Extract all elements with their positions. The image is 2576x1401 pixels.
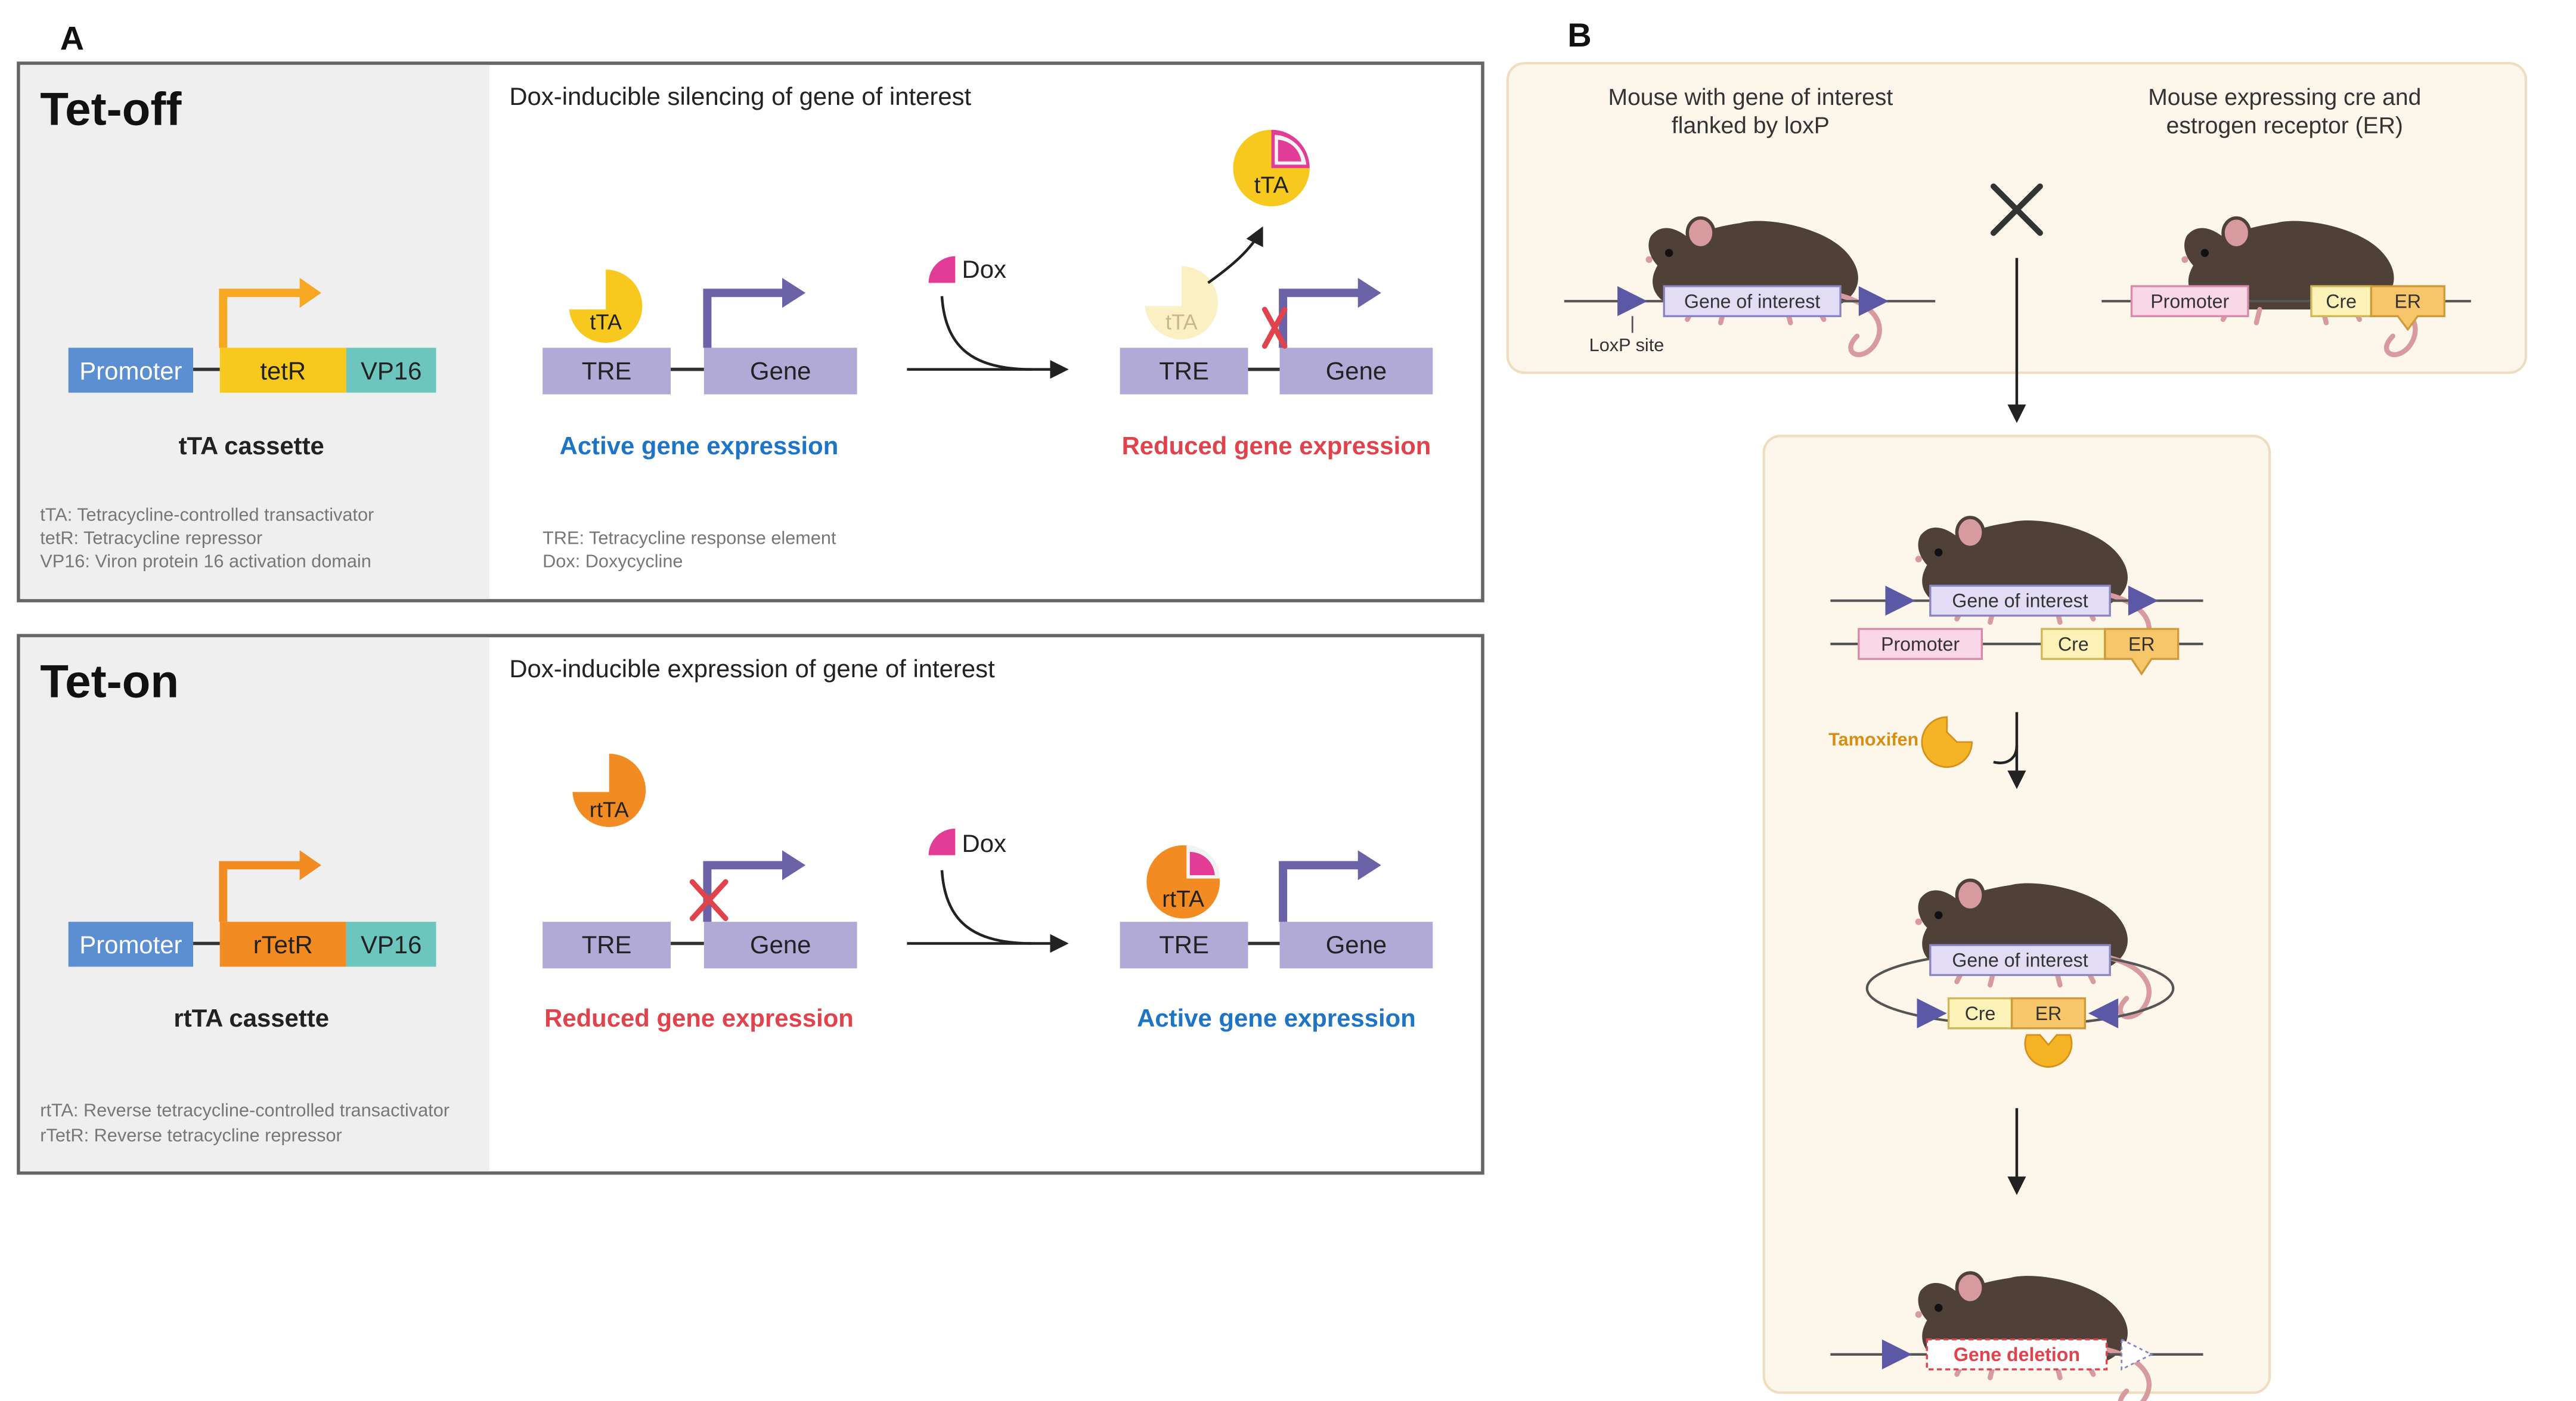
tet-on-left-construct: TRE Gene rtTA Reduced gene expression <box>543 754 857 1032</box>
dox-icon <box>928 256 956 283</box>
tamoxifen-bound-icon <box>2024 1034 2073 1068</box>
glossary-line: TRE: Tetracycline response element <box>543 528 836 548</box>
mouse2-title: estrogen receptor (ER) <box>2166 113 2403 138</box>
gene-label: Gene <box>1326 357 1387 385</box>
transcription-arrow-icon <box>1357 850 1381 881</box>
tet-on-title: Tet-on <box>40 655 179 707</box>
er-label: ER <box>2395 290 2422 312</box>
gene-of-interest-label: Gene of interest <box>1952 950 2088 971</box>
loxp-triangle-icon <box>1885 585 1915 616</box>
promoter-label: Promoter <box>79 931 182 959</box>
loxp-triangle-icon <box>2088 998 2119 1028</box>
tet-on-right-construct: TRE Gene rtTA Active gene expression <box>1120 845 1433 1032</box>
panel-a-label: A <box>60 20 84 57</box>
status-reduced: Reduced gene expression <box>1122 432 1431 460</box>
promoter-arrow-icon <box>299 278 321 308</box>
tetr-label: tetR <box>260 357 306 385</box>
promoter-label: Promoter <box>79 357 182 385</box>
glossary-line: VP16: Viron protein 16 activation domain <box>40 551 371 572</box>
blocked-x-icon <box>689 879 729 922</box>
mouse1-title: flanked by loxP <box>1672 113 1830 138</box>
loxp-triangle-icon <box>1617 286 1648 317</box>
rtta-protein-label: rtTA <box>590 797 630 822</box>
transcription-arrow-icon <box>1357 278 1381 308</box>
tta-protein-label: tTA <box>590 310 622 334</box>
tre-label: TRE <box>582 357 632 385</box>
tet-on-subtitle: Dox-inducible expression of gene of inte… <box>509 655 995 683</box>
glossary-line: Dox: Doxycycline <box>543 551 683 572</box>
tet-off-right-construct: TRE Gene tTA tTA Reduced gene expression <box>1120 129 1433 460</box>
rtetr-label: rTetR <box>253 931 313 959</box>
promoter-label: Promoter <box>2150 290 2229 312</box>
gene-of-interest-label: Gene of interest <box>1684 290 1820 312</box>
tet-off-subtitle: Dox-inducible silencing of gene of inter… <box>509 82 971 110</box>
transcription-arrow-icon <box>782 278 806 308</box>
cassette-caption: tTA cassette <box>179 432 324 460</box>
tre-label: TRE <box>1159 357 1209 385</box>
cre-label: Cre <box>1965 1003 1996 1024</box>
blocked-x-icon <box>1261 306 1288 349</box>
dox-addition: Dox <box>907 828 1069 953</box>
gene-label: Gene <box>750 931 811 959</box>
status-active: Active gene expression <box>1137 1004 1416 1032</box>
tre-label: TRE <box>582 931 632 959</box>
loxp-triangle-icon <box>2128 585 2159 616</box>
dox-label: Dox <box>962 255 1006 283</box>
loxp-triangle-icon <box>1881 1339 1912 1369</box>
glossary-line: tTA: Tetracycline-controlled transactiva… <box>40 504 374 525</box>
tta-faded-label: tTA <box>1165 310 1198 334</box>
glossary-line: rTetR: Reverse tetracycline repressor <box>40 1125 342 1146</box>
tre-label: TRE <box>1159 931 1209 959</box>
loxp-site-label: LoxP site <box>1589 334 1664 355</box>
tta-cassette: Promoter tetR VP16 tTA cassette <box>68 278 436 460</box>
cre-label: Cre <box>2326 290 2357 312</box>
loxp-ghost-icon <box>2121 1338 2154 1371</box>
tta-protein-icon <box>569 269 643 343</box>
glossary-line: rtTA: Reverse tetracycline-controlled tr… <box>40 1100 450 1121</box>
rtta-cassette: Promoter rTetR VP16 rtTA cassette <box>68 850 436 1032</box>
status-active: Active gene expression <box>560 432 839 460</box>
vp16-label: VP16 <box>361 357 421 385</box>
mouse1-title: Mouse with gene of interest <box>1608 85 1893 110</box>
loxp-triangle-icon <box>1858 286 1889 317</box>
tta-bound-label: tTA <box>1254 173 1289 199</box>
vp16-label: VP16 <box>361 931 421 959</box>
gene-label: Gene <box>750 357 811 385</box>
tet-off-left-construct: TRE Gene tTA Active gene expression <box>543 269 857 460</box>
dox-addition: Dox <box>907 255 1069 379</box>
mouse2-title: Mouse expressing cre and <box>2148 85 2421 110</box>
parent-mice-box: Mouse with gene of interest flanked by l… <box>1506 61 2528 374</box>
loxp-triangle-icon <box>1917 998 1947 1028</box>
tet-off-panel: Tet-off Dox-inducible silencing of gene … <box>17 61 1484 603</box>
tamoxifen-label: Tamoxifen <box>1828 729 1918 749</box>
gene-deletion-label: Gene deletion <box>1954 1344 2080 1365</box>
cross-icon <box>1990 183 2043 236</box>
gene-of-interest-label: Gene of interest <box>1952 590 2088 612</box>
rtta-protein-icon <box>572 754 646 827</box>
glossary-line: tetR: Tetracycline repressor <box>40 528 262 548</box>
cre-label: Cre <box>2058 633 2089 655</box>
promoter-label: Promoter <box>1881 633 1960 655</box>
offspring-process-box: Gene of interest Promoter Cre ER Tamoxif… <box>1762 435 2271 1401</box>
er-label: ER <box>2128 633 2155 655</box>
dox-label: Dox <box>962 829 1006 857</box>
dox-icon <box>928 828 956 856</box>
tet-on-panel: Tet-on Dox-inducible expression of gene … <box>17 634 1484 1175</box>
gene-label: Gene <box>1326 931 1387 959</box>
tamoxifen-icon <box>1921 716 1973 768</box>
transcription-arrow-icon <box>782 850 806 881</box>
rtta-bound-label: rtTA <box>1162 887 1204 912</box>
panel-b-label: B <box>1567 16 1591 54</box>
promoter-arrow-icon <box>299 850 321 881</box>
status-reduced: Reduced gene expression <box>544 1004 854 1032</box>
tet-off-title: Tet-off <box>40 82 182 135</box>
cassette-caption: rtTA cassette <box>173 1004 329 1032</box>
tta-faded-icon <box>1145 266 1219 340</box>
er-label: ER <box>2035 1003 2062 1024</box>
